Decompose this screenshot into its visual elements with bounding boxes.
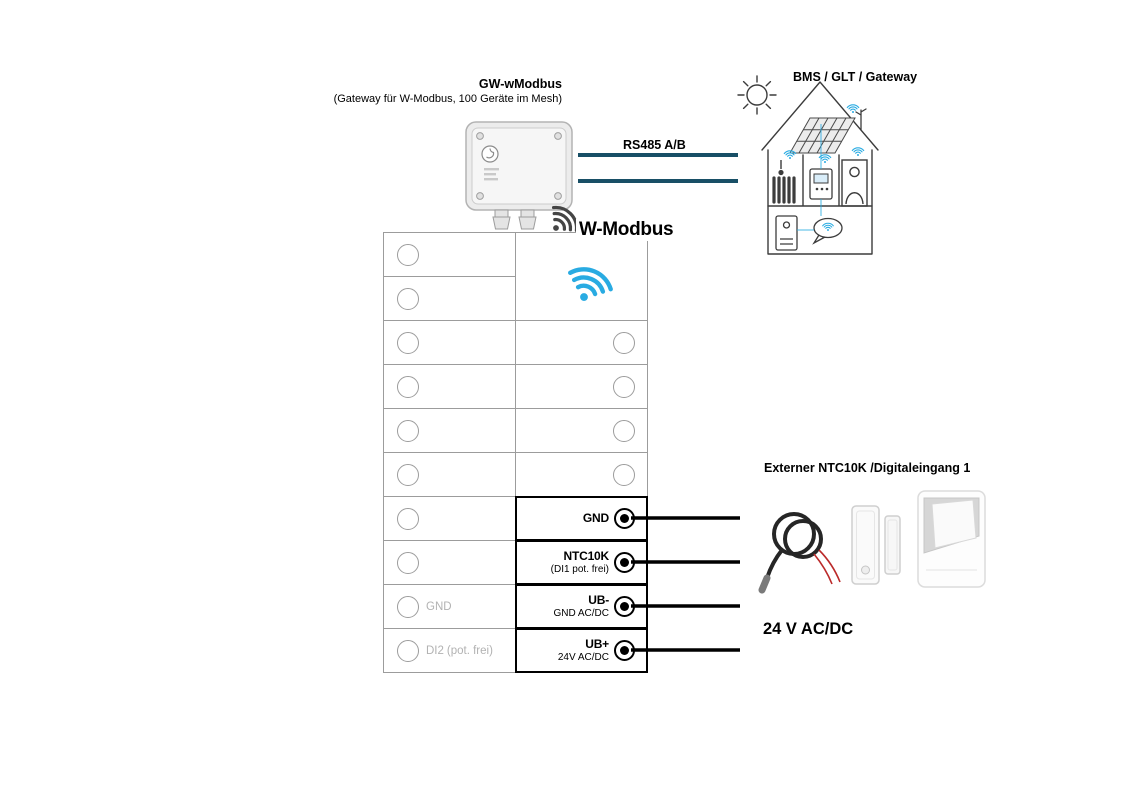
ntc-sensor-illustration — [758, 512, 841, 594]
house-outline — [761, 81, 879, 255]
terminal-cell — [383, 408, 516, 453]
terminal-circle — [397, 288, 419, 310]
terminal-cell — [383, 232, 516, 277]
door-contact-illustration — [851, 505, 901, 585]
building-illustration — [737, 75, 879, 255]
roof-sensor-mast — [855, 108, 867, 131]
terminal-cell — [383, 276, 516, 321]
terminal-sublabel: (pot. frei) — [446, 644, 493, 657]
lid-screws — [476, 132, 562, 200]
terminal-circle — [397, 332, 419, 354]
solar-panel — [789, 117, 856, 154]
bms-label: BMS / GLT / Gateway — [793, 70, 918, 84]
terminal-label: GND — [426, 600, 452, 613]
wifi-icon — [783, 150, 797, 160]
wifi-icon — [568, 267, 613, 301]
terminal-circle — [613, 464, 635, 486]
connection-wires — [631, 516, 740, 652]
terminal-cell — [515, 452, 648, 497]
terminal-sublabel: 24V AC/DC — [557, 651, 609, 663]
terminal-circle — [613, 420, 635, 442]
gateway-subtitle: (Gateway für W-Modbus, 100 Geräte im Mes… — [333, 93, 562, 105]
terminal-circle — [397, 596, 419, 618]
terminal-circle — [613, 332, 635, 354]
terminal-label: UB- — [588, 592, 609, 607]
gateway-title: GW-wModbus — [478, 77, 562, 91]
terminal-circle — [397, 420, 419, 442]
wmodbus-radio-cell — [515, 232, 648, 321]
terminal-circle — [397, 552, 419, 574]
brand-logo-icon — [481, 145, 499, 163]
wifi-icon — [851, 147, 865, 157]
person-icon — [841, 159, 868, 207]
power-label: 24 V AC/DC — [763, 620, 854, 638]
terminal-cell — [515, 364, 648, 409]
rs485-line-a — [578, 153, 738, 157]
terminal-circle — [397, 376, 419, 398]
rs485-label: RS485 A/B — [623, 138, 686, 152]
terminal-cell-di2: DI2(pot. frei) — [383, 628, 516, 673]
terminal-cell — [515, 320, 648, 365]
terminal-circle — [397, 508, 419, 530]
wmodbus-label: W-Modbus — [576, 219, 677, 241]
device-label-text — [484, 168, 499, 181]
wifi-icon — [822, 222, 834, 231]
wifi-icon — [846, 104, 860, 114]
terminal-cell — [383, 364, 516, 409]
boiler-icon — [775, 215, 798, 251]
terminal-block-table: GND DI2(pot. frei) GND NTC10K(DI — [383, 232, 648, 673]
external-devices-illustration — [758, 490, 986, 594]
terminal-circle — [397, 640, 419, 662]
terminal-label: UB+ — [585, 636, 609, 651]
terminal-cell-gnd-left: GND — [383, 584, 516, 629]
terminal-cell — [515, 408, 648, 453]
speech-bubble-icon — [812, 217, 843, 245]
bus-connection-lines — [797, 124, 822, 231]
terminal-sublabel: GND AC/DC — [553, 607, 609, 619]
terminal-cell — [383, 320, 516, 365]
terminal-cell — [383, 496, 516, 541]
terminal-circle — [397, 244, 419, 266]
terminal-circle — [613, 376, 635, 398]
rs485-line-b — [578, 179, 738, 183]
terminal-cell-ub-plus: UB+24V AC/DC — [515, 628, 648, 673]
radiator-icon — [772, 160, 796, 204]
terminal-cell — [383, 540, 516, 585]
sun-icon — [737, 75, 777, 115]
terminal-label: GND — [582, 510, 609, 525]
thermostat-icon — [809, 168, 833, 200]
terminal-circle — [397, 464, 419, 486]
wifi-icon — [818, 154, 832, 164]
key-card-switch-illustration — [917, 490, 986, 588]
terminal-cell — [383, 452, 516, 497]
external-input-label: Externer NTC10K /Digitaleingang 1 — [764, 461, 971, 475]
terminal-label: DI2 — [426, 644, 444, 657]
gateway-device-illustration — [465, 121, 579, 233]
terminal-sublabel: (DI1 pot. frei) — [550, 563, 609, 575]
terminal-label: NTC10K — [563, 548, 610, 563]
cable-glands — [492, 209, 537, 230]
